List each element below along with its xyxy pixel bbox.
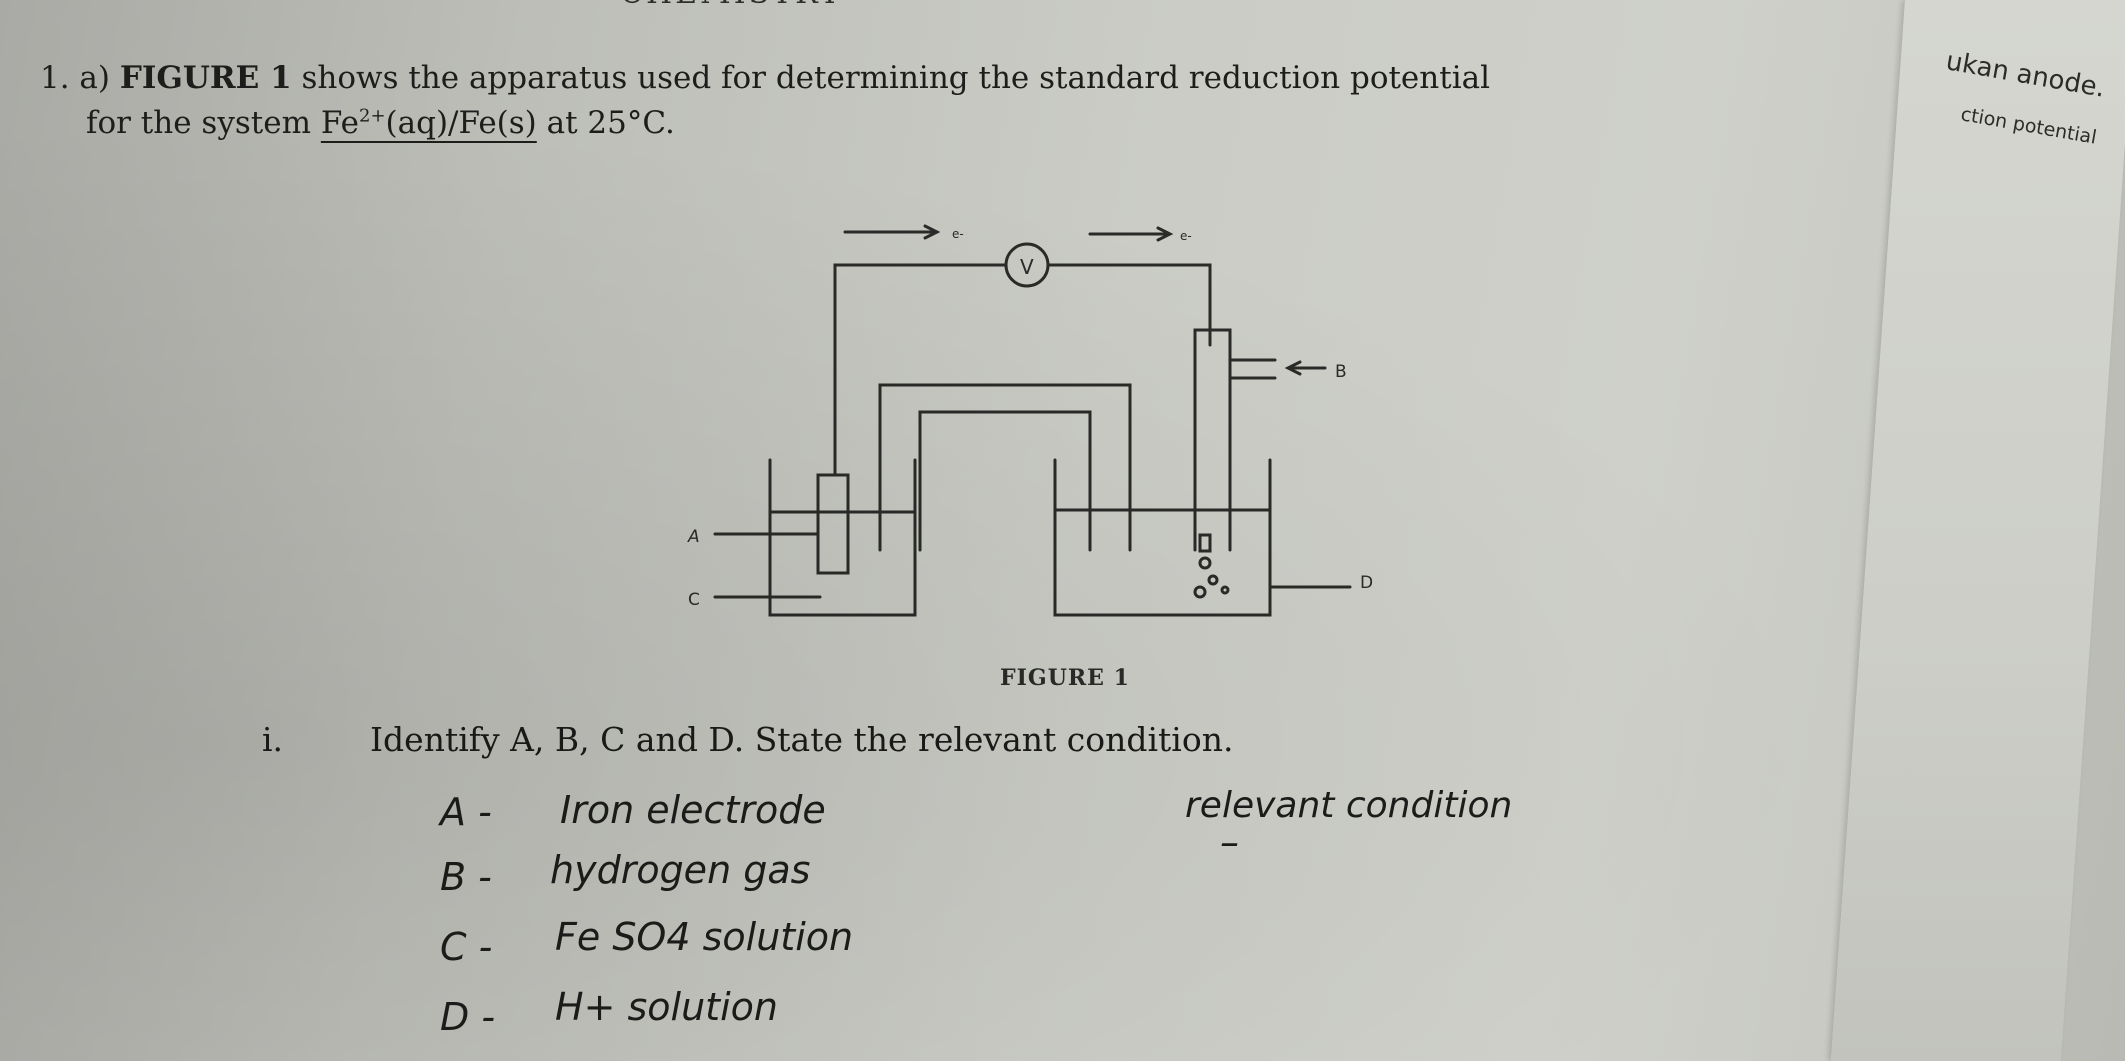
answer-b-value: hydrogen gas	[550, 848, 811, 892]
system-charge: 2+	[359, 105, 386, 127]
apparatus-diagram: V e- e- A B C D	[687, 224, 1373, 617]
bubble	[1207, 574, 1219, 586]
hydrogen-electrode-tube	[1193, 328, 1232, 552]
answer-condition-dash: –	[1220, 820, 1239, 864]
left-wire	[833, 263, 1007, 477]
arrowhead-b	[1284, 360, 1302, 376]
answer-relevant-condition: relevant condition	[1185, 785, 1513, 826]
question-temp: at 25°C.	[536, 105, 675, 141]
bubble	[1198, 556, 1212, 570]
electron-arrowhead-left	[923, 224, 941, 240]
system-fe: Fe	[320, 105, 359, 141]
question-line-1: 1. a) FIGURE 1 shows the apparatus used …	[40, 60, 1490, 96]
left-beaker	[768, 458, 917, 617]
figure-caption: FIGURE 1	[1000, 665, 1130, 691]
voltmeter-label: V	[1020, 255, 1034, 279]
voltmeter	[1004, 242, 1050, 288]
right-wire	[1048, 263, 1212, 347]
worksheet-page	[0, 0, 1960, 1061]
task-text: Identify A, B, C and D. State the releva…	[370, 720, 1234, 759]
answer-d-value: H+ solution	[555, 985, 778, 1029]
iron-electrode	[816, 473, 850, 575]
platinum-electrode	[1198, 533, 1212, 553]
system-formula: Fe2+(aq)/Fe(s)	[321, 105, 537, 141]
answer-a-value: Iron electrode	[560, 788, 826, 832]
page-header: CHEMISTRY	[620, 0, 843, 11]
system-rest: (aq)/Fe(s)	[385, 105, 537, 141]
bubble	[1193, 585, 1207, 599]
bubble	[1220, 585, 1230, 595]
answer-c-key: C -	[440, 925, 493, 969]
salt-bridge-inner	[918, 410, 1092, 552]
task-number: i.	[262, 720, 284, 759]
question-text-2: for the system	[86, 105, 321, 141]
question-text-1: shows the apparatus used for determining…	[291, 60, 1491, 96]
question-line-2: for the system Fe2+(aq)/Fe(s) at 25°C.	[86, 105, 675, 141]
label-c: C	[688, 590, 700, 610]
label-d: D	[1360, 573, 1373, 593]
electron-arrowhead-right	[1156, 226, 1174, 242]
electron-label-right: e-	[1180, 229, 1192, 243]
question-number: 1. a)	[40, 60, 120, 96]
task-instruction: i. Identify A, B, C and D. State the rele…	[262, 720, 1233, 759]
electron-label-left: e-	[952, 227, 964, 241]
right-beaker	[1053, 458, 1272, 617]
answer-c-value: Fe SO4 solution	[555, 915, 854, 959]
answer-b-key: B -	[440, 855, 492, 899]
answer-d-key: D -	[440, 995, 496, 1039]
answer-a-key: A -	[440, 790, 492, 834]
salt-bridge-outer	[878, 383, 1132, 552]
label-a: A	[687, 527, 700, 547]
figure-ref: FIGURE 1	[119, 60, 292, 96]
label-b: B	[1335, 362, 1347, 382]
